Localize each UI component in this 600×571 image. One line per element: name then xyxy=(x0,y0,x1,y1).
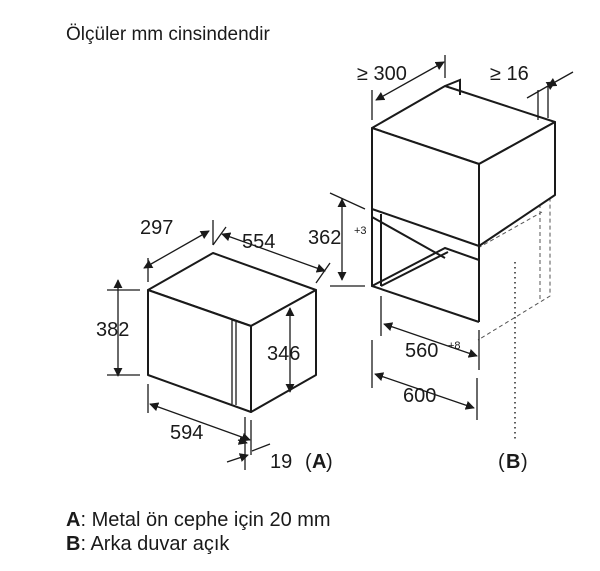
installation-diagram: Ölçüler mm cinsindendir 297 554 382 346 xyxy=(66,24,574,473)
dim-600: 600 xyxy=(403,385,436,407)
dim-362: 362 xyxy=(308,227,341,249)
dim-line-560 xyxy=(383,322,478,358)
dim-line-594 xyxy=(149,402,251,442)
appliance-drawing: 297 554 382 346 594 19 ( A ) xyxy=(96,217,333,473)
dim-560-tol: +8 xyxy=(448,340,461,352)
label-a: A xyxy=(312,451,326,473)
dim-554: 554 xyxy=(242,231,275,253)
dim-560: 560 xyxy=(405,340,438,362)
niche-drawing: ≥ 300 ≥ 16 362 +3 560 +8 600 ( B ) xyxy=(308,55,574,473)
legend-key-b: B xyxy=(66,533,81,555)
dim-line-297 xyxy=(143,230,210,269)
label-a-open: ( xyxy=(305,451,312,473)
dim-min-16: ≥ 16 xyxy=(490,63,529,85)
dim-382: 382 xyxy=(96,319,129,341)
dim-line-600 xyxy=(374,372,475,410)
dim-line-300 xyxy=(375,61,445,101)
dim-362-tol: +3 xyxy=(354,225,367,237)
legend-key-a: A xyxy=(66,509,81,531)
label-b: B xyxy=(506,451,520,473)
dim-594: 594 xyxy=(170,422,203,444)
legend-item-a: A: Metal ön cephe için 20 mm xyxy=(66,508,331,532)
units-title: Ölçüler mm cinsindendir xyxy=(66,24,270,45)
dim-line-554 xyxy=(221,232,326,273)
niche-upper-side xyxy=(478,121,556,247)
label-a-close: ) xyxy=(326,451,333,473)
legend-item-b: B: Arka duvar açık xyxy=(66,532,229,556)
dim-min-300: ≥ 300 xyxy=(357,63,407,85)
label-b-open: ( xyxy=(498,451,505,473)
label-b-close: ) xyxy=(521,451,528,473)
dim-346: 346 xyxy=(267,343,300,365)
appliance-front-face xyxy=(147,289,252,413)
dim-297: 297 xyxy=(140,217,173,239)
legend-text-a: : Metal ön cephe için 20 mm xyxy=(80,509,331,531)
dim-19: 19 xyxy=(270,451,292,473)
legend-text-b: : Arka duvar açık xyxy=(80,533,230,555)
